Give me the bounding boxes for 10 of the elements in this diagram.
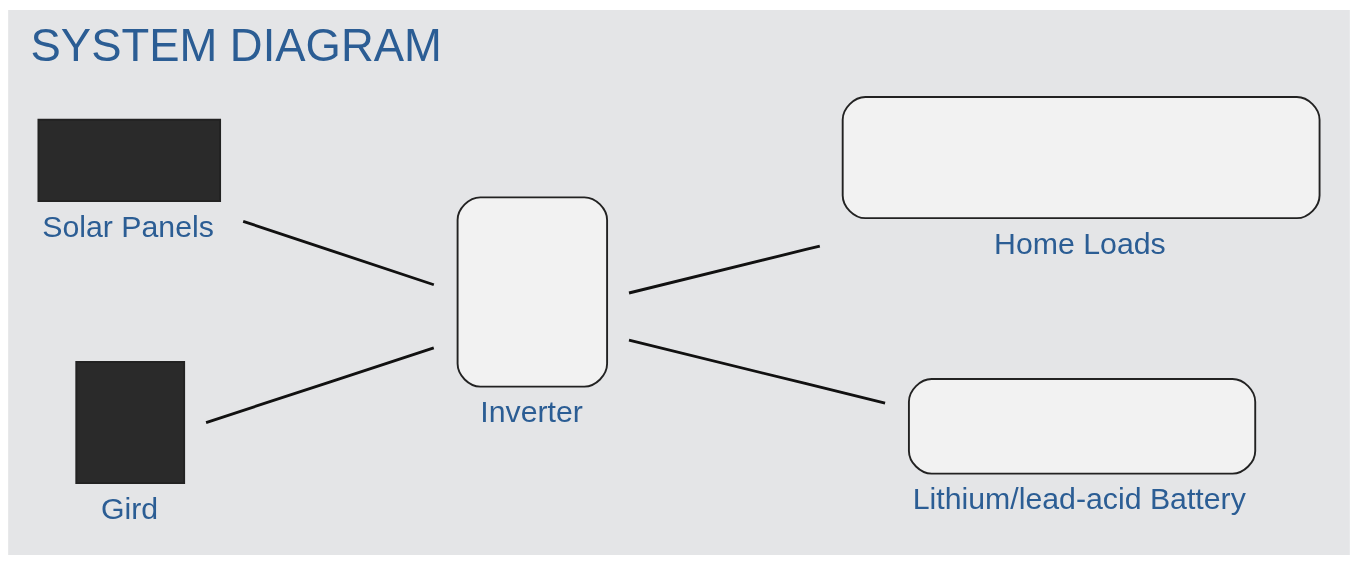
- node-label: Gird: [100, 491, 159, 525]
- node-label: Home Loads: [994, 226, 1166, 260]
- diagram-title: SYSTEM DIAGRAM: [30, 20, 442, 72]
- connector: [628, 338, 886, 405]
- connector: [628, 244, 821, 295]
- node-label: Solar Panels: [42, 209, 214, 243]
- node-label: Inverter: [480, 395, 583, 429]
- connector: [242, 220, 435, 287]
- node-label: Lithium/lead-acid Battery: [912, 482, 1246, 516]
- connector: [205, 346, 435, 424]
